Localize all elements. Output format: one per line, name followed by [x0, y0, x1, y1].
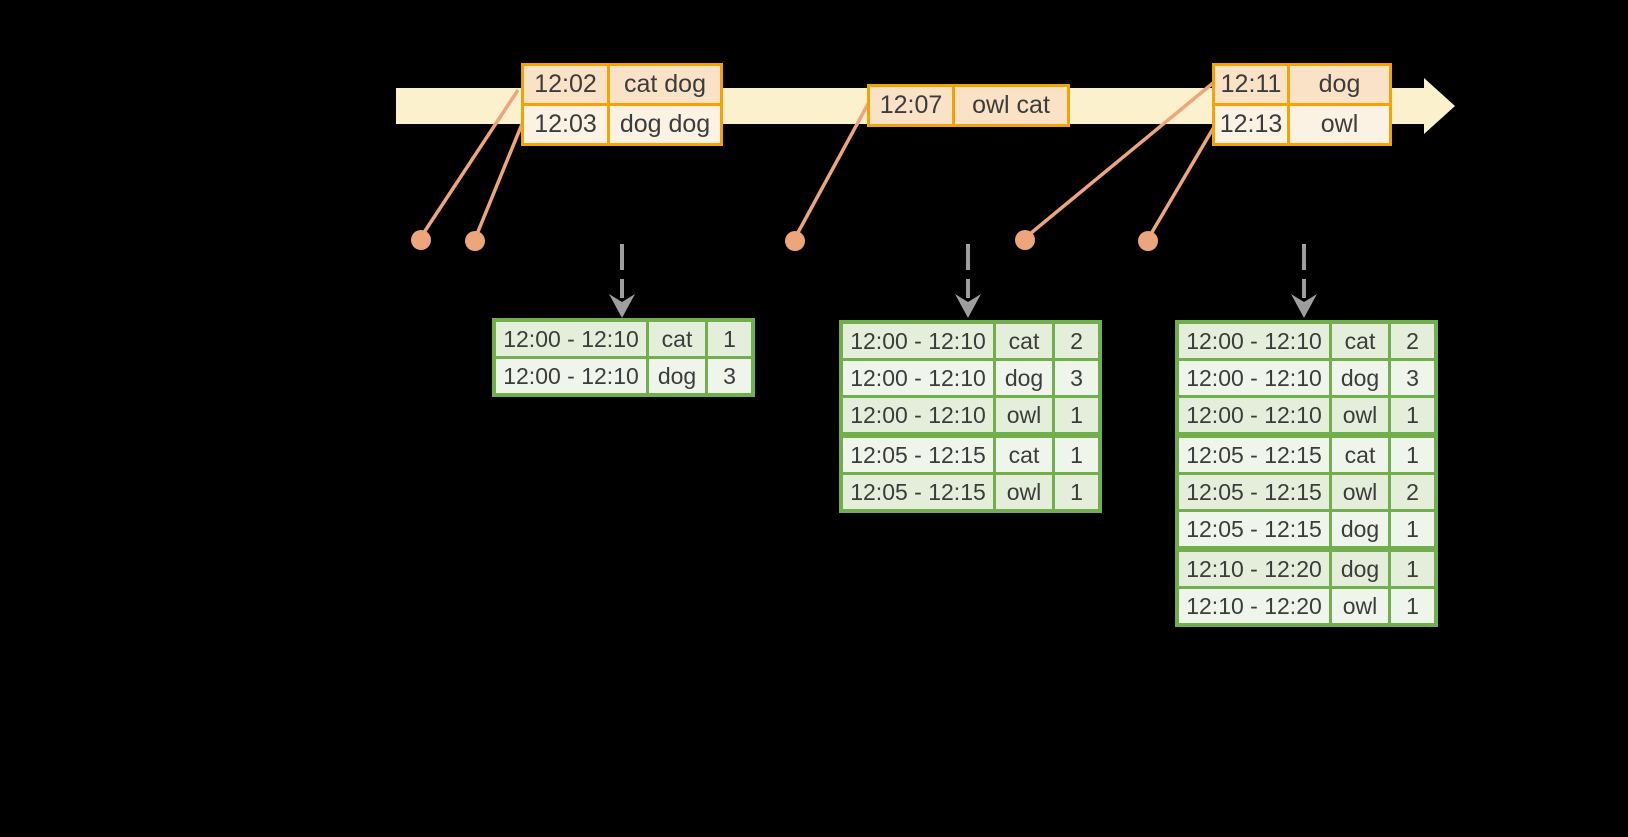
result-word: owl: [1329, 475, 1388, 509]
event-dots: [411, 230, 1158, 251]
connector-line: [1146, 126, 1216, 240]
arrow-down-icon: [609, 294, 635, 318]
event-dot-icon: [1138, 231, 1158, 251]
result-word: dog: [1329, 552, 1388, 586]
result-window: 12:00 - 12:10: [843, 361, 993, 395]
event-words: owl cat: [952, 87, 1067, 124]
result-window: 12:10 - 12:20: [1179, 552, 1329, 586]
trigger-arrows: [609, 244, 1317, 318]
result-window: 12:05 - 12:15: [1179, 475, 1329, 509]
result-window: 12:00 - 12:10: [496, 359, 646, 393]
result-count: 1: [1388, 552, 1434, 586]
arrow-down-icon: [955, 294, 981, 318]
result-word: owl: [1329, 589, 1388, 623]
result-word: cat: [646, 322, 705, 356]
result-word: cat: [993, 438, 1052, 472]
result-word: cat: [993, 324, 1052, 358]
result-window: 12:00 - 12:10: [496, 322, 646, 356]
arrow-down-icon: [1291, 294, 1317, 318]
result-count: 1: [1388, 438, 1434, 472]
event-dot-icon: [411, 230, 431, 250]
result-count: 1: [1052, 398, 1098, 432]
connector-line: [473, 123, 524, 240]
result-count: 2: [1388, 324, 1434, 358]
event-dot-icon: [785, 231, 805, 251]
result-word: dog: [1329, 361, 1388, 395]
event-words: dog: [1287, 66, 1389, 103]
result-count: 2: [1388, 475, 1434, 509]
result-word: cat: [1329, 438, 1388, 472]
result-window: 12:00 - 12:10: [1179, 398, 1329, 432]
connector-line: [793, 103, 870, 239]
result-window: 12:00 - 12:10: [1179, 361, 1329, 395]
result-word: owl: [993, 475, 1052, 509]
result-window: 12:10 - 12:20: [1179, 589, 1329, 623]
event-words: cat dog: [607, 66, 720, 103]
result-window: 12:05 - 12:15: [1179, 438, 1329, 472]
result-count: 3: [705, 359, 751, 393]
result-window: 12:00 - 12:10: [1179, 324, 1329, 358]
event-dot-icon: [465, 231, 485, 251]
result-window: 12:00 - 12:10: [843, 398, 993, 432]
result-count: 3: [1388, 361, 1434, 395]
result-word: owl: [993, 398, 1052, 432]
result-window: 12:00 - 12:10: [843, 324, 993, 358]
timeline-arrowhead-icon: [1424, 78, 1455, 134]
result-count: 1: [1388, 512, 1434, 546]
result-count: 1: [1388, 589, 1434, 623]
connector-line: [419, 89, 520, 238]
result-word: dog: [646, 359, 705, 393]
event-words: dog dog: [607, 106, 720, 143]
result-word: cat: [1329, 324, 1388, 358]
event-dot-icon: [1015, 230, 1035, 250]
result-count: 1: [1388, 398, 1434, 432]
result-word: owl: [1329, 398, 1388, 432]
event-time: 12:13: [1215, 106, 1287, 143]
event-time: 12:02: [524, 66, 607, 103]
result-window: 12:05 - 12:15: [1179, 512, 1329, 546]
event-time: 12:03: [524, 106, 607, 143]
connector-line: [1023, 81, 1215, 240]
result-word: dog: [1329, 512, 1388, 546]
result-count: 1: [1052, 475, 1098, 509]
result-count: 2: [1052, 324, 1098, 358]
result-count: 1: [705, 322, 751, 356]
event-time: 12:07: [870, 87, 952, 124]
event-connector-lines: [419, 81, 1216, 240]
event-words: owl: [1287, 106, 1389, 143]
result-count: 3: [1052, 361, 1098, 395]
event-time: 12:11: [1215, 66, 1287, 103]
result-count: 1: [1052, 438, 1098, 472]
result-word: dog: [993, 361, 1052, 395]
result-window: 12:05 - 12:15: [843, 475, 993, 509]
result-window: 12:05 - 12:15: [843, 438, 993, 472]
